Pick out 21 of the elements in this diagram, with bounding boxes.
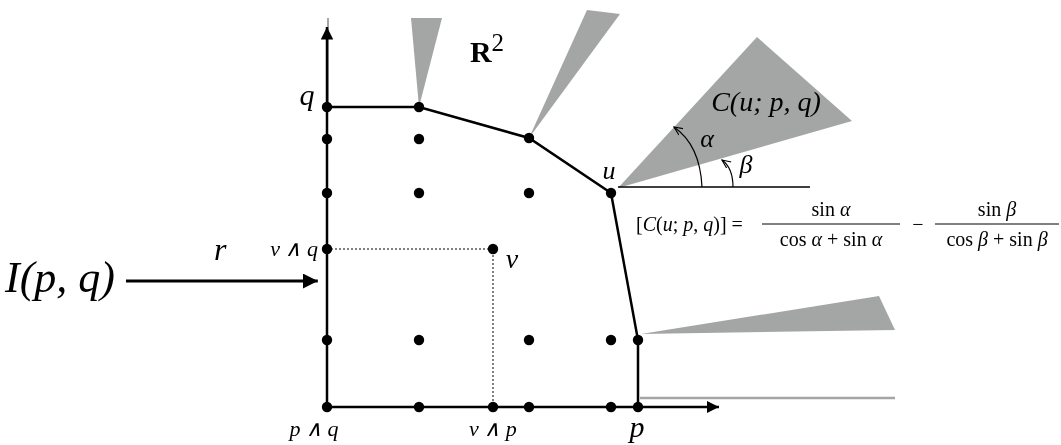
angle-label: α (700, 126, 714, 152)
point-label: p (629, 412, 645, 442)
space-label: R$^{2}$ (469, 30, 505, 67)
formula-text: [C(u; p, q)] = (636, 214, 743, 234)
edge-label: r (213, 233, 227, 265)
point-label: p ∧ q (289, 418, 339, 440)
point-label: v ∧ p (469, 418, 517, 440)
formula-text: sin β (977, 199, 1017, 219)
math-expression: I(p, q) (5, 256, 125, 300)
cone-label: C(u; p, q) (711, 88, 821, 116)
angle-label: β (739, 152, 753, 178)
formula-text: cos α + sin α (779, 229, 883, 249)
lattice-drawing (320, 10, 895, 414)
point-label: u (602, 158, 616, 184)
arrow (125, 273, 318, 289)
formula-text: sin α (811, 199, 851, 219)
point-label: v ∧ q (270, 238, 318, 260)
formula-text: cos β + sin β (946, 229, 1048, 249)
formula-text: − (912, 214, 924, 234)
point-label: q (299, 80, 315, 110)
point-label: v (505, 245, 519, 273)
